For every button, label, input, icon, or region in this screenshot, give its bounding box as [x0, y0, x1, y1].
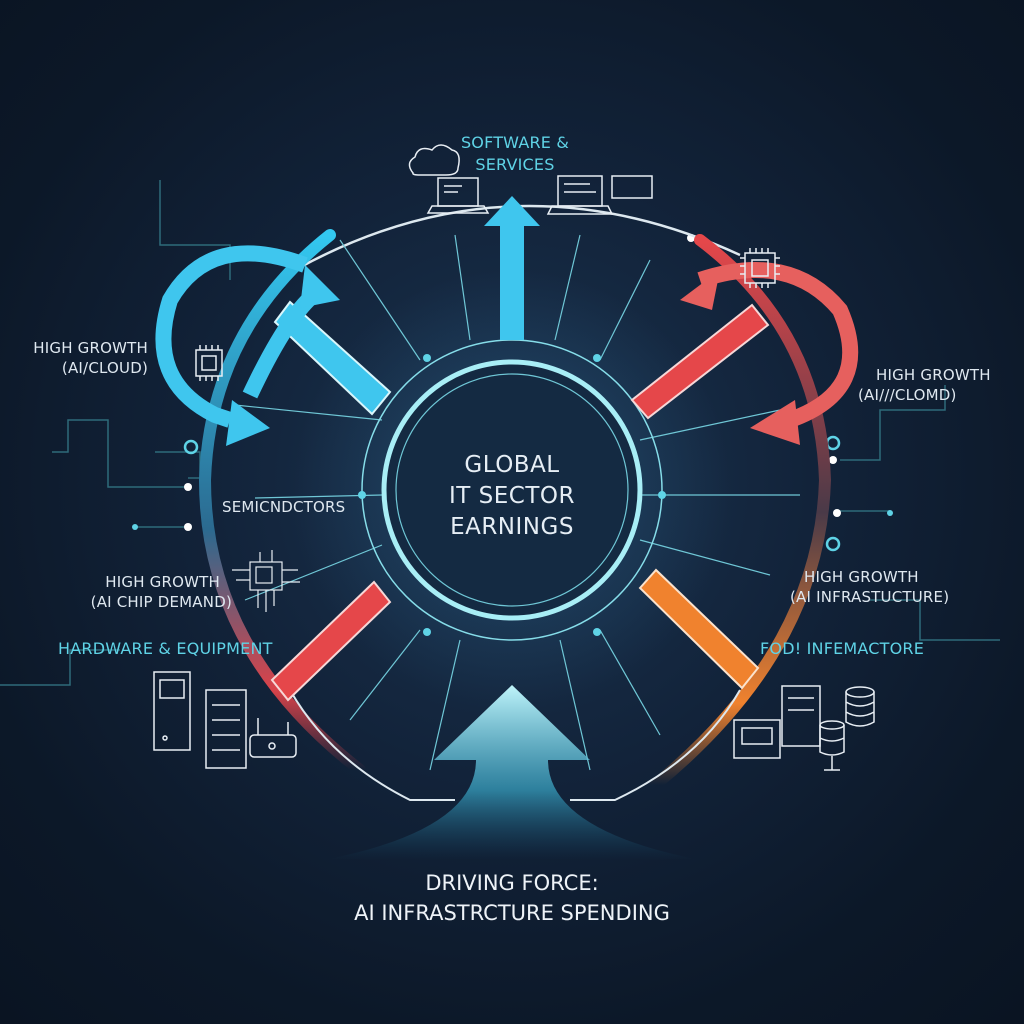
label-line: DRIVING FORCE:: [425, 871, 599, 895]
outer-ring-left: [198, 229, 366, 776]
label-line: (AI INFRASTUCTURE): [790, 588, 950, 606]
infra-label: FOD! INFEMACTORE: [760, 639, 925, 658]
cloud-icon: [408, 144, 460, 176]
router-icon: [249, 718, 297, 758]
red-arrow-lower-left: [270, 580, 392, 702]
circuit-chip-icon: [232, 550, 300, 612]
spoke-arrows: [234, 234, 800, 771]
laptop-icon: [426, 177, 490, 214]
chip-icon: [740, 248, 780, 288]
infra-growth-label: HIGH GROWTH (AI INFRASTUCTURE): [790, 567, 949, 607]
ring-nodes: [358, 354, 666, 636]
orange-arrow-lower-right: [638, 568, 760, 690]
center-title-line: GLOBAL: [464, 452, 560, 478]
center-ring: [381, 359, 643, 621]
label-line: SERVICES: [475, 155, 555, 174]
laptop-icon-2: [546, 175, 653, 215]
label-line: (AI///CLOMD): [858, 386, 957, 404]
red-arrow-upper-right: [630, 303, 770, 420]
red-loop-arrowhead-2: [680, 270, 720, 310]
label-line: (AI/CLOUD): [61, 359, 148, 377]
driving-force-label: DRIVING FORCE: AI INFRASTRCTURE SPENDING: [312, 868, 712, 928]
blue-arrow-top: [484, 196, 540, 340]
driving-force-arrow: [324, 685, 700, 860]
server-icon: [153, 671, 247, 769]
circuit-lines: [0, 180, 1000, 686]
hardware-label: HARDWARE & EQUIPMENT: [58, 639, 273, 658]
label-line: (AI CHIP DEMAND): [90, 593, 232, 611]
right-growth-label: HIGH GROWTH (AI///CLOMD): [858, 365, 991, 405]
blue-loop-arrowhead: [226, 400, 270, 446]
chip-icon-left: [195, 345, 223, 381]
blue-arrow-upper-left: [273, 300, 392, 416]
semiconductors-label: SEMICNDCTORS: [222, 498, 346, 516]
database-icon: [819, 686, 875, 771]
label-line: SOFTWARE &: [460, 133, 570, 152]
left-growth-label: HIGH GROWTH (AI/CLOUD): [20, 338, 148, 378]
center-title: GLOBAL IT SECTOR EARNINGS: [412, 450, 612, 543]
chip-growth-label: HIGH GROWTH (AI CHIP DEMAND): [60, 572, 232, 612]
center-title-line: IT SECTOR: [449, 483, 575, 509]
center-title-line: EARNINGS: [450, 514, 574, 540]
label-line: HIGH GROWTH: [33, 339, 148, 357]
outer-ring-right: [649, 234, 832, 791]
label-line: HIGH GROWTH: [105, 573, 220, 591]
label-line: AI INFRASTRCTURE SPENDING: [354, 901, 670, 925]
server-rack-icon: [733, 685, 821, 759]
label-line: HIGH GROWTH: [876, 366, 991, 384]
blue-loop-arrowhead-2: [300, 265, 340, 308]
red-loop-arrowhead: [750, 400, 800, 445]
outer-ring-bottom: [289, 689, 741, 801]
software-services-label: SOFTWARE & SERVICES: [440, 132, 590, 176]
label-line: HIGH GROWTH: [804, 568, 919, 586]
center-inner-ring: [395, 373, 629, 607]
